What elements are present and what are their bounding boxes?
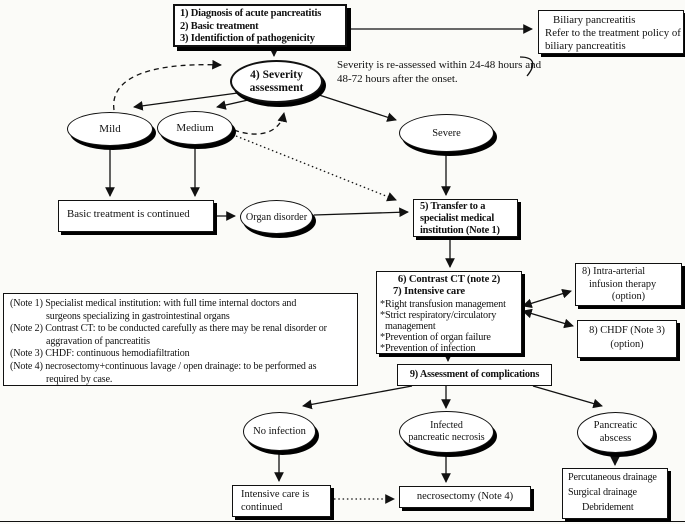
assessment-label: 9) Assessment of complications <box>409 369 540 380</box>
connector-organ-to-transfer <box>313 207 409 218</box>
care-item: *Prevention of organ failure <box>380 332 491 344</box>
mild-label: Mild <box>99 123 121 135</box>
reassessment-note: Severity is re-assessed within 24-48 hou… <box>337 59 575 87</box>
step-1-label: 1) Diagnosis of acute pancreatitis <box>180 8 322 19</box>
connector-ctcare-chdf-bidirectional <box>522 308 574 329</box>
chdf-line: 8) CHDF (Note 3) <box>589 325 665 336</box>
mild-ellipse: Mild <box>67 112 153 146</box>
note-4-line: (Note 4) necrosectomy+continuous lavage … <box>10 360 317 372</box>
ia-line: 8) Intra-arterial <box>582 266 646 277</box>
connector-medium-reassess-dashed <box>233 112 288 135</box>
infected-line: Infected <box>430 420 463 432</box>
note-3-line: (Note 3) CHDF: continuous hemodiafiltrat… <box>10 348 190 360</box>
ia-line: infusion therapy <box>589 278 657 290</box>
connector-severity-to-mild <box>133 91 246 111</box>
connector-severity-to-severe <box>315 93 397 122</box>
note-2-continuation: aggravation of pancreatitis <box>46 335 150 347</box>
note-1-line: (Note 1) Specialist medical institution:… <box>10 298 297 309</box>
care-item: *Strict respiratory/circulatory <box>380 309 497 321</box>
necrosectomy-label: necrosectomy (Note 4) <box>416 491 514 502</box>
abscess-line: abscess <box>599 432 632 444</box>
transfer-box: 5) Transfer to a specialist medical inst… <box>413 199 518 237</box>
reassessment-note-line: 48-72 hours after the onset. <box>337 72 458 85</box>
care-item: *Right transfusion management <box>380 298 506 310</box>
intensive-line: continued <box>241 502 283 513</box>
medium-ellipse: Medium <box>157 111 233 145</box>
transfer-line: institution (Note 1) <box>420 224 500 236</box>
connector-mild-reassess-dashed <box>113 59 222 111</box>
contrast-ct-intensive-care-box: 6) Contrast CT (note 2) 7) Intensive car… <box>376 271 522 354</box>
necrosectomy-box: necrosectomy (Note 4) <box>399 486 531 508</box>
basic-treatment-box: Basic treatment is continued <box>58 200 214 232</box>
care-item: *Prevention of infection <box>380 343 476 355</box>
connector-biliary-hook <box>519 56 534 77</box>
reassessment-note-line: Severity is re-assessed within 24-48 hou… <box>337 59 542 71</box>
severity-label-line: 4) Severity <box>250 68 303 81</box>
no-infection-ellipse: No infection <box>243 412 316 451</box>
drainage-box: Percutaneous drainage Surgical drainage … <box>562 468 668 519</box>
intra-arterial-infusion-box: 8) Intra-arterial infusion therapy (opti… <box>575 263 682 306</box>
contrast-ct-heading: 6) Contrast CT (note 2) <box>397 274 501 285</box>
biliary-pancreatitis-box: Biliary pancreatitis Refer to the treatm… <box>538 10 684 54</box>
severe-label: Severe <box>432 127 461 139</box>
connector-assessment-to-noinfection <box>302 385 413 410</box>
biliary-line: Biliary pancreatitis <box>553 14 636 26</box>
chdf-box: 8) CHDF (Note 3) (option) <box>577 320 677 358</box>
drainage-line: Debridement <box>582 501 634 513</box>
transfer-line: 5) Transfer to a <box>420 201 486 212</box>
note-1-continuation: surgeons specializing in gastrointestina… <box>46 310 230 322</box>
connector-ctcare-ia-bidirectional <box>522 288 572 309</box>
intensive-line: Intensive care is <box>241 489 310 500</box>
infected-line: pancreatic necrosis <box>408 432 485 443</box>
intensive-care-heading: 7) Intensive care <box>393 286 465 298</box>
medium-label: Medium <box>176 122 214 134</box>
connector-assessment-to-abscess <box>532 385 603 409</box>
note-2-line: (Note 2) Contrast CT: to be conducted ca… <box>10 323 327 335</box>
drainage-line: Percutaneous drainage <box>568 472 657 483</box>
ia-option-label: (option) <box>611 291 646 303</box>
step-2-label: 2) Basic treatment <box>180 20 259 32</box>
chdf-option-label: (option) <box>610 338 644 350</box>
severe-ellipse: Severe <box>399 114 494 152</box>
abscess-line: Pancreatic <box>593 419 638 431</box>
drainage-line: Surgical drainage <box>568 486 637 498</box>
biliary-line: Refer to the treatment policy of <box>545 27 681 40</box>
basic-treatment-label: Basic treatment is continued <box>67 208 190 220</box>
step-3-label: 3) Identifiction of pathogenicity <box>180 33 315 45</box>
footnotes-box: (Note 1) Specialist medical institution:… <box>3 293 358 386</box>
diagnosis-treatment-box: 1) Diagnosis of acute pancreatitis 2) Ba… <box>173 4 347 47</box>
biliary-line: biliary pancreatitis <box>545 40 626 53</box>
care-item-continuation: management <box>385 321 436 332</box>
infected-necrosis-ellipse: Infected pancreatic necrosis <box>399 411 494 453</box>
assessment-of-complications-box: 9) Assessment of complications <box>397 364 552 386</box>
transfer-line: specialist medical <box>420 212 495 224</box>
connector-medium-to-transfer-dotted <box>235 135 397 202</box>
organ-disorder-label: Organ disorder <box>245 211 308 223</box>
severity-assessment-ellipse: 4) Severity assessment <box>230 60 323 103</box>
no-infection-label: No infection <box>253 426 306 437</box>
severity-label-line: assessment <box>249 81 304 94</box>
organ-disorder-ellipse: Organ disorder <box>240 200 313 234</box>
intensive-care-continued-box: Intensive care is continued <box>232 485 331 517</box>
pancreatic-abscess-ellipse: Pancreatic abscess <box>577 412 654 453</box>
note-4-continuation: required by case. <box>46 373 113 385</box>
